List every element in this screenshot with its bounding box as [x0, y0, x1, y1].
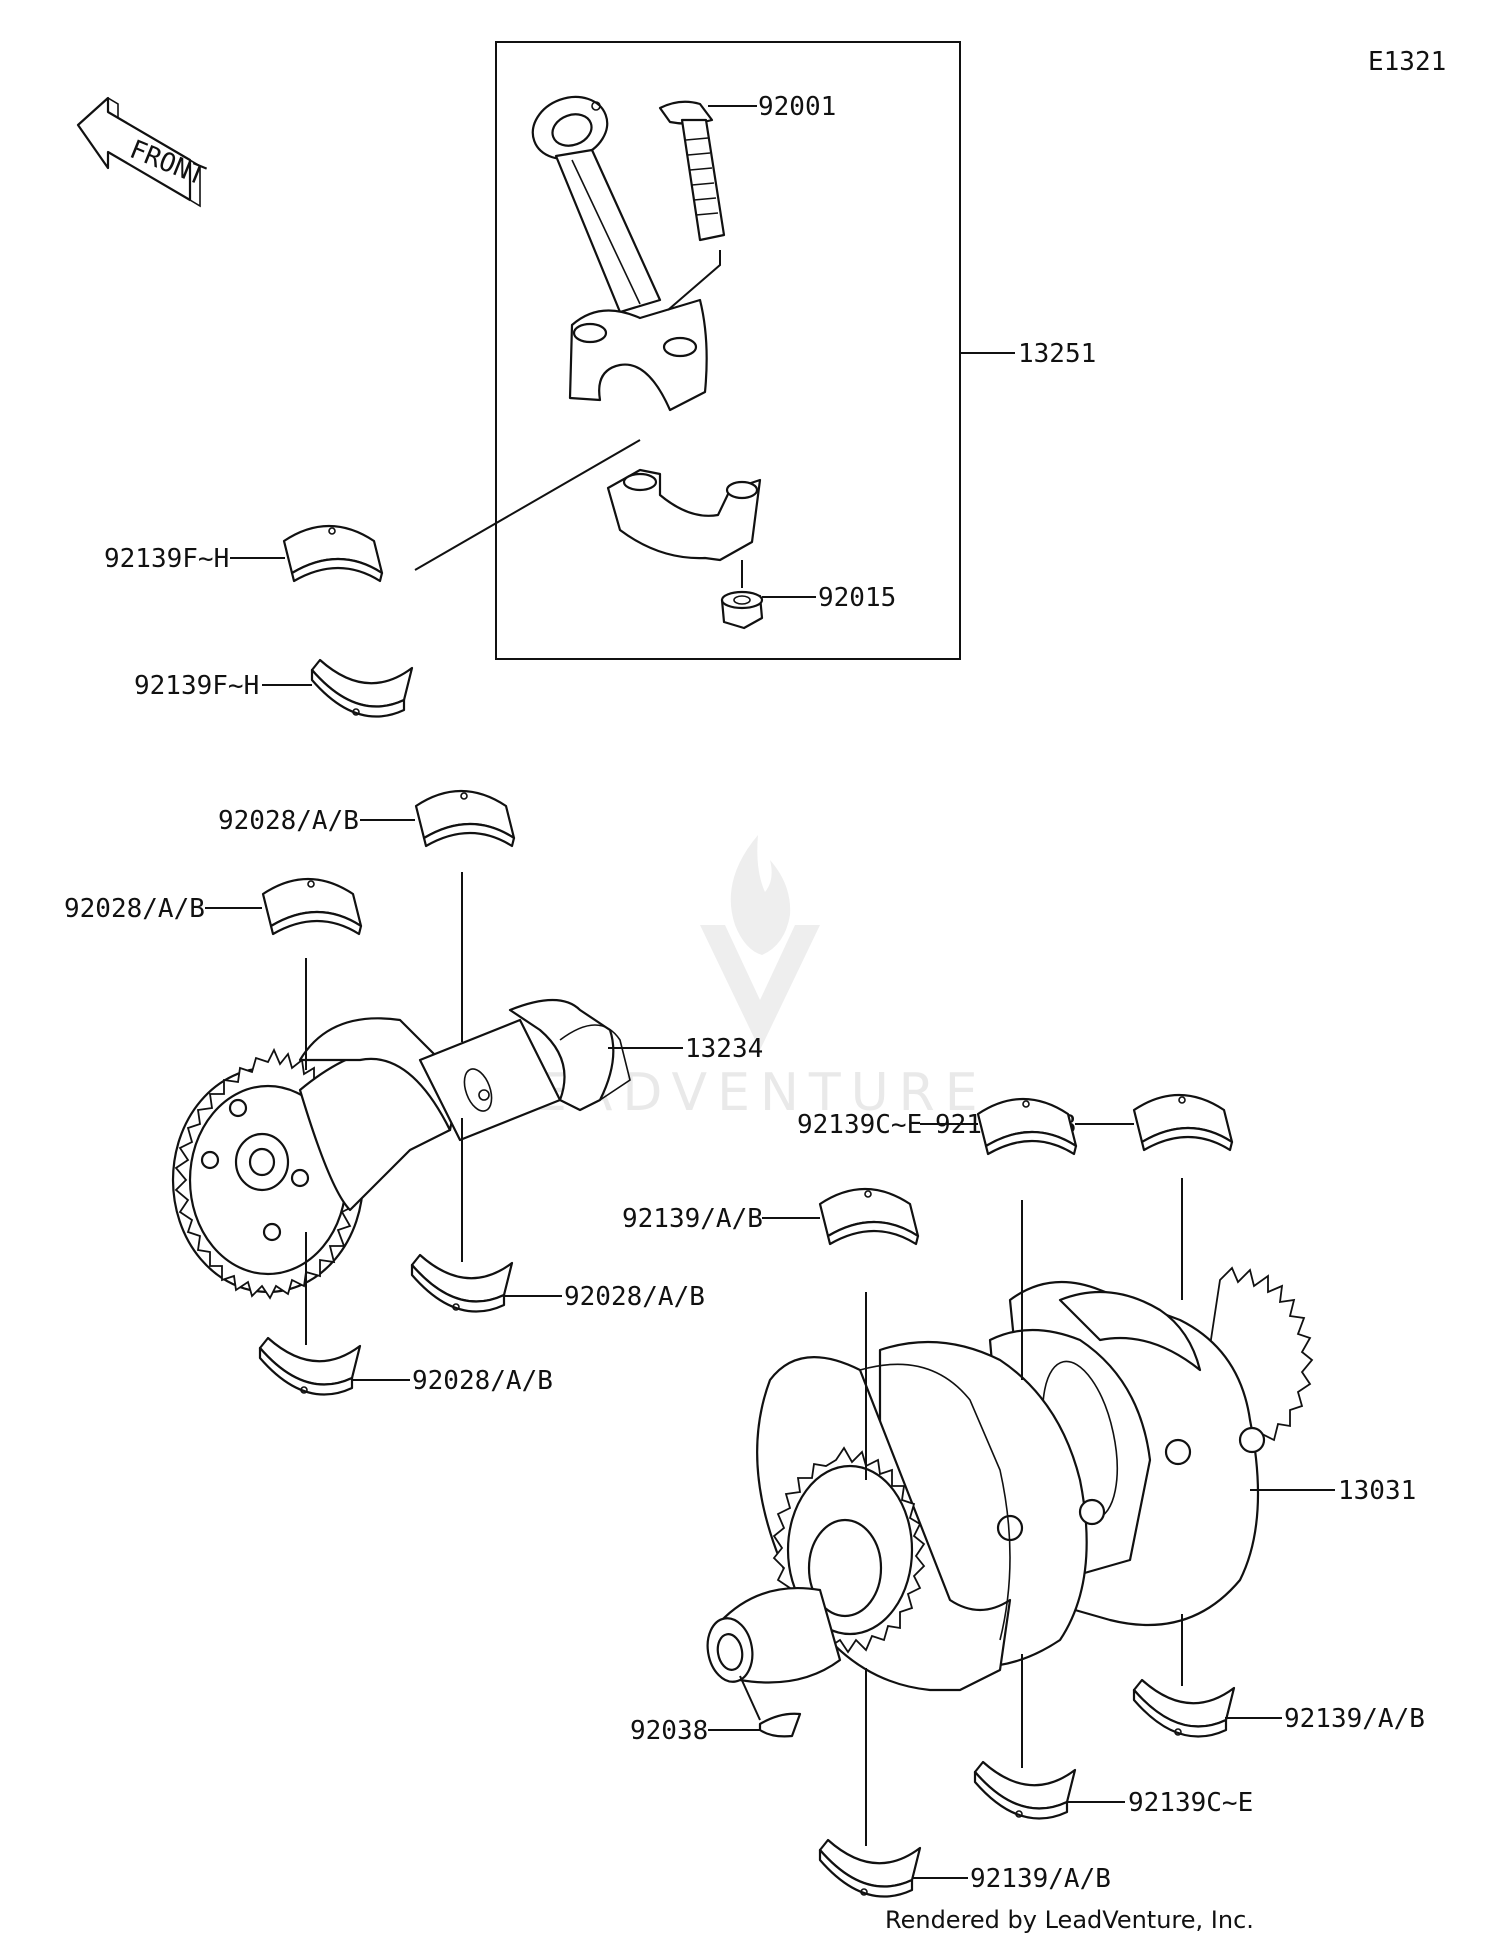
- label-92139AB-c: 92139/A/B: [1284, 1704, 1425, 1734]
- label-92139FH-b: 92139F~H: [134, 671, 259, 701]
- bolt-92001: [658, 100, 726, 242]
- label-92139FH-a: 92139F~H: [104, 544, 229, 574]
- shell-92028-b: [261, 877, 363, 936]
- balancer-shaft: [171, 999, 631, 1300]
- shell-92139CE-a: [976, 1097, 1078, 1156]
- label-92139AB-b: 92139/A/B: [622, 1204, 763, 1234]
- label-92028-a: 92028/A/B: [218, 806, 359, 836]
- label-92028-c: 92028/A/B: [564, 1282, 705, 1312]
- leader-bolt-to-rod: [667, 250, 721, 311]
- leader-shell-to-rod: [414, 439, 641, 571]
- shell-92139AB-a: [1132, 1093, 1234, 1152]
- label-13251: 13251: [1018, 339, 1096, 369]
- label-92139CE-a: 92139C~E: [797, 1110, 922, 1140]
- conrod-assembly-box: [495, 41, 961, 660]
- label-13234: 13234: [685, 1034, 763, 1064]
- shell-92139CE-b: [973, 1760, 1077, 1820]
- shell-92139AB-c: [1132, 1678, 1236, 1738]
- label-92139AB-d: 92139/A/B: [970, 1864, 1111, 1894]
- connecting-rod: [531, 95, 708, 412]
- shell-92139FH-lower: [310, 658, 414, 718]
- label-92038: 92038: [630, 1716, 708, 1746]
- shell-92139AB-b: [818, 1187, 920, 1246]
- label-92139CE-b: 92139C~E: [1128, 1788, 1253, 1818]
- key-92038: [758, 1712, 802, 1738]
- label-92028-d: 92028/A/B: [412, 1366, 553, 1396]
- shell-92028-d: [258, 1336, 362, 1396]
- label-92015: 92015: [818, 583, 896, 613]
- leader-92038-stub: [739, 1675, 761, 1721]
- shell-92139AB-d: [818, 1838, 922, 1898]
- shell-92028-c: [410, 1253, 514, 1313]
- label-92028-b: 92028/A/B: [64, 894, 205, 924]
- front-arrow-icon: FRONT: [76, 96, 210, 208]
- crankshaft: [706, 1266, 1314, 1692]
- label-92001: 92001: [758, 92, 836, 122]
- label-13031: 13031: [1338, 1476, 1416, 1506]
- shell-92139FH-upper: [282, 524, 384, 583]
- shell-92028-a: [414, 789, 516, 848]
- nut-92015: [720, 590, 764, 630]
- footer-credit: Rendered by LeadVenture, Inc.: [885, 1906, 1254, 1934]
- diagram-code: E1321: [1368, 47, 1446, 77]
- rod-cap: [606, 468, 762, 562]
